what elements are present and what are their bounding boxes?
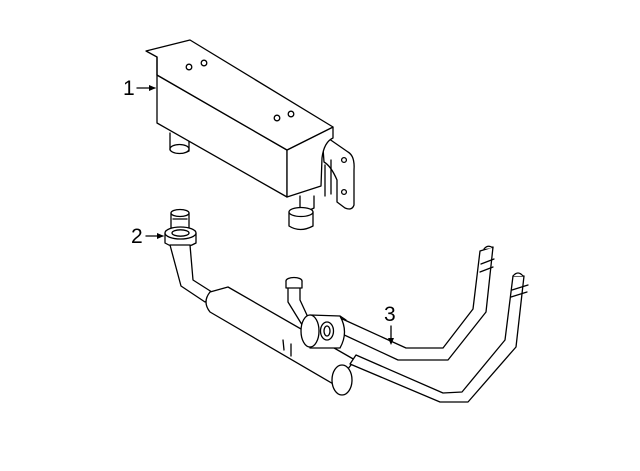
callout-3-arrowhead bbox=[388, 338, 394, 345]
cooler-body bbox=[145, 39, 334, 198]
callout-3-label: 3 bbox=[384, 303, 396, 326]
callout-2-label: 2 bbox=[131, 225, 143, 248]
oil-cooler bbox=[145, 39, 355, 231]
callout-2: 2 bbox=[131, 225, 164, 248]
lower-hose-line bbox=[285, 245, 495, 361]
cooler-right-fitting bbox=[288, 195, 315, 231]
callout-2-arrowhead bbox=[157, 233, 164, 239]
callout-1-arrowhead bbox=[149, 85, 156, 91]
cooler-lines bbox=[169, 244, 529, 403]
upper-hose-line bbox=[169, 244, 529, 403]
cooler-mounting-bracket bbox=[321, 133, 355, 210]
callout-1-label: 1 bbox=[123, 77, 135, 100]
inlet-fitting bbox=[164, 208, 197, 249]
callout-3: 3 bbox=[384, 303, 396, 345]
callout-1: 1 bbox=[123, 77, 156, 100]
